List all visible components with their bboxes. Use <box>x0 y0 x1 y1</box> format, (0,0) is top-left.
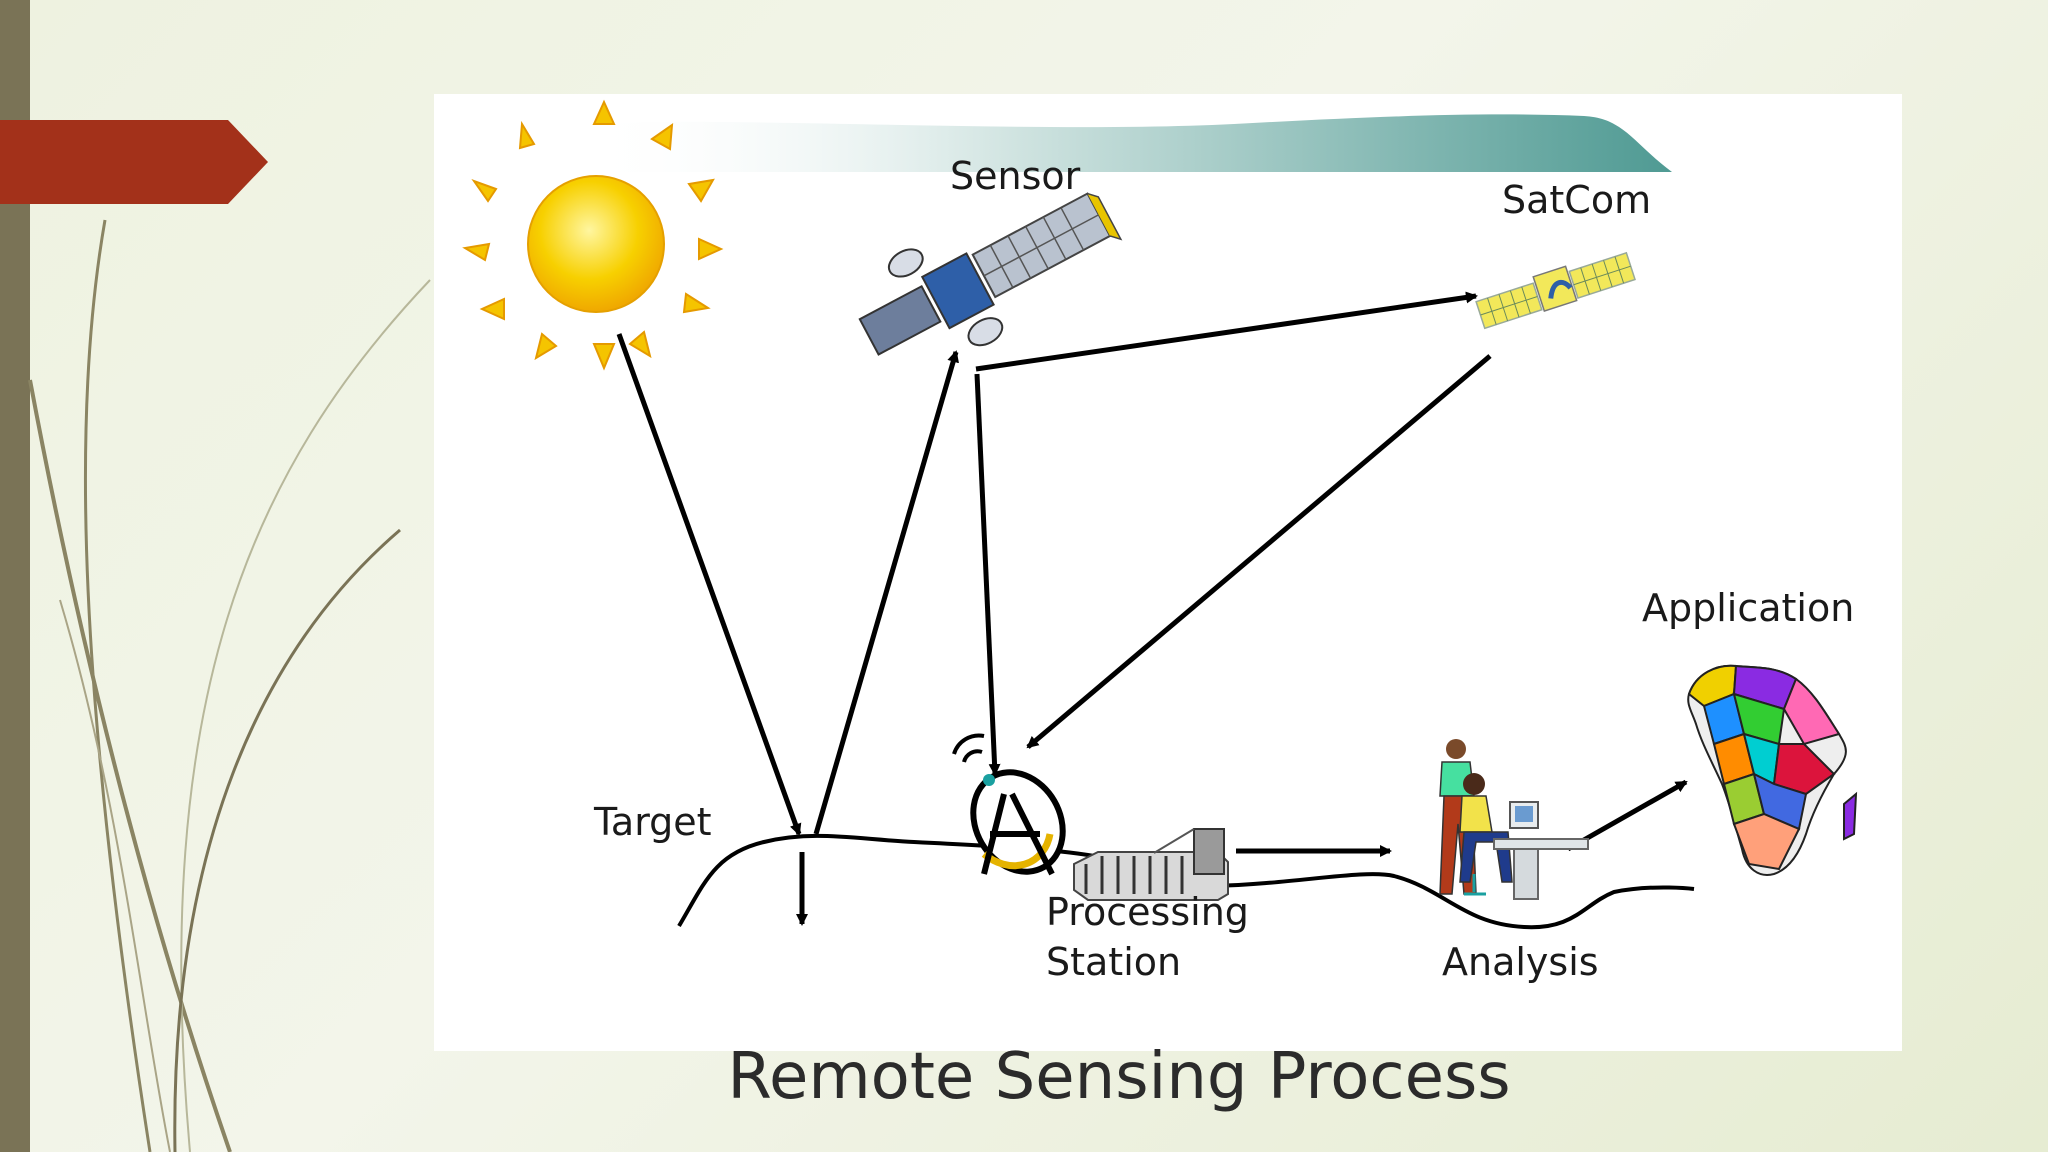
decor-curve <box>180 279 431 1152</box>
arrow-analysis-to-application <box>1566 779 1688 852</box>
sun-icon <box>462 99 724 371</box>
label-satcom: SatCom <box>1502 178 1652 222</box>
sensor-satellite-icon <box>858 192 1123 356</box>
arrow-sun-to-target <box>616 333 802 836</box>
decor-curve <box>59 599 171 1152</box>
header-banner <box>584 114 1672 172</box>
label-application: Application <box>1642 586 1855 630</box>
label-station: Station <box>1046 940 1182 984</box>
satcom-satellite-icon <box>1475 251 1636 330</box>
processing-station-icon <box>1073 828 1229 901</box>
africa-map-icon <box>1687 664 1858 876</box>
arrow-target-to-sensor <box>813 350 959 835</box>
process-arrows <box>616 291 1688 926</box>
satellite-dish-icon <box>952 733 1066 876</box>
diagram-canvas <box>462 99 1858 930</box>
diagram-figure: Sensor SatCom Target Processing Station … <box>434 94 1902 1051</box>
figure-caption: Remote Sensing Process <box>727 1040 1511 1114</box>
analysts-at-computer-icon <box>1439 739 1589 900</box>
decor-curve <box>83 219 152 1152</box>
red-arrow-shape <box>0 120 268 204</box>
arrow-sensor-to-station <box>974 373 1001 776</box>
arrow-satcom-to-station <box>1026 354 1492 749</box>
label-target: Target <box>594 800 712 844</box>
label-sensor: Sensor <box>950 154 1081 198</box>
label-analysis: Analysis <box>1442 940 1599 984</box>
decor-curve <box>173 528 401 1152</box>
label-processing: Processing <box>1046 890 1249 934</box>
decor-curve <box>28 379 232 1152</box>
arrow-sensor-to-satcom <box>975 291 1478 372</box>
